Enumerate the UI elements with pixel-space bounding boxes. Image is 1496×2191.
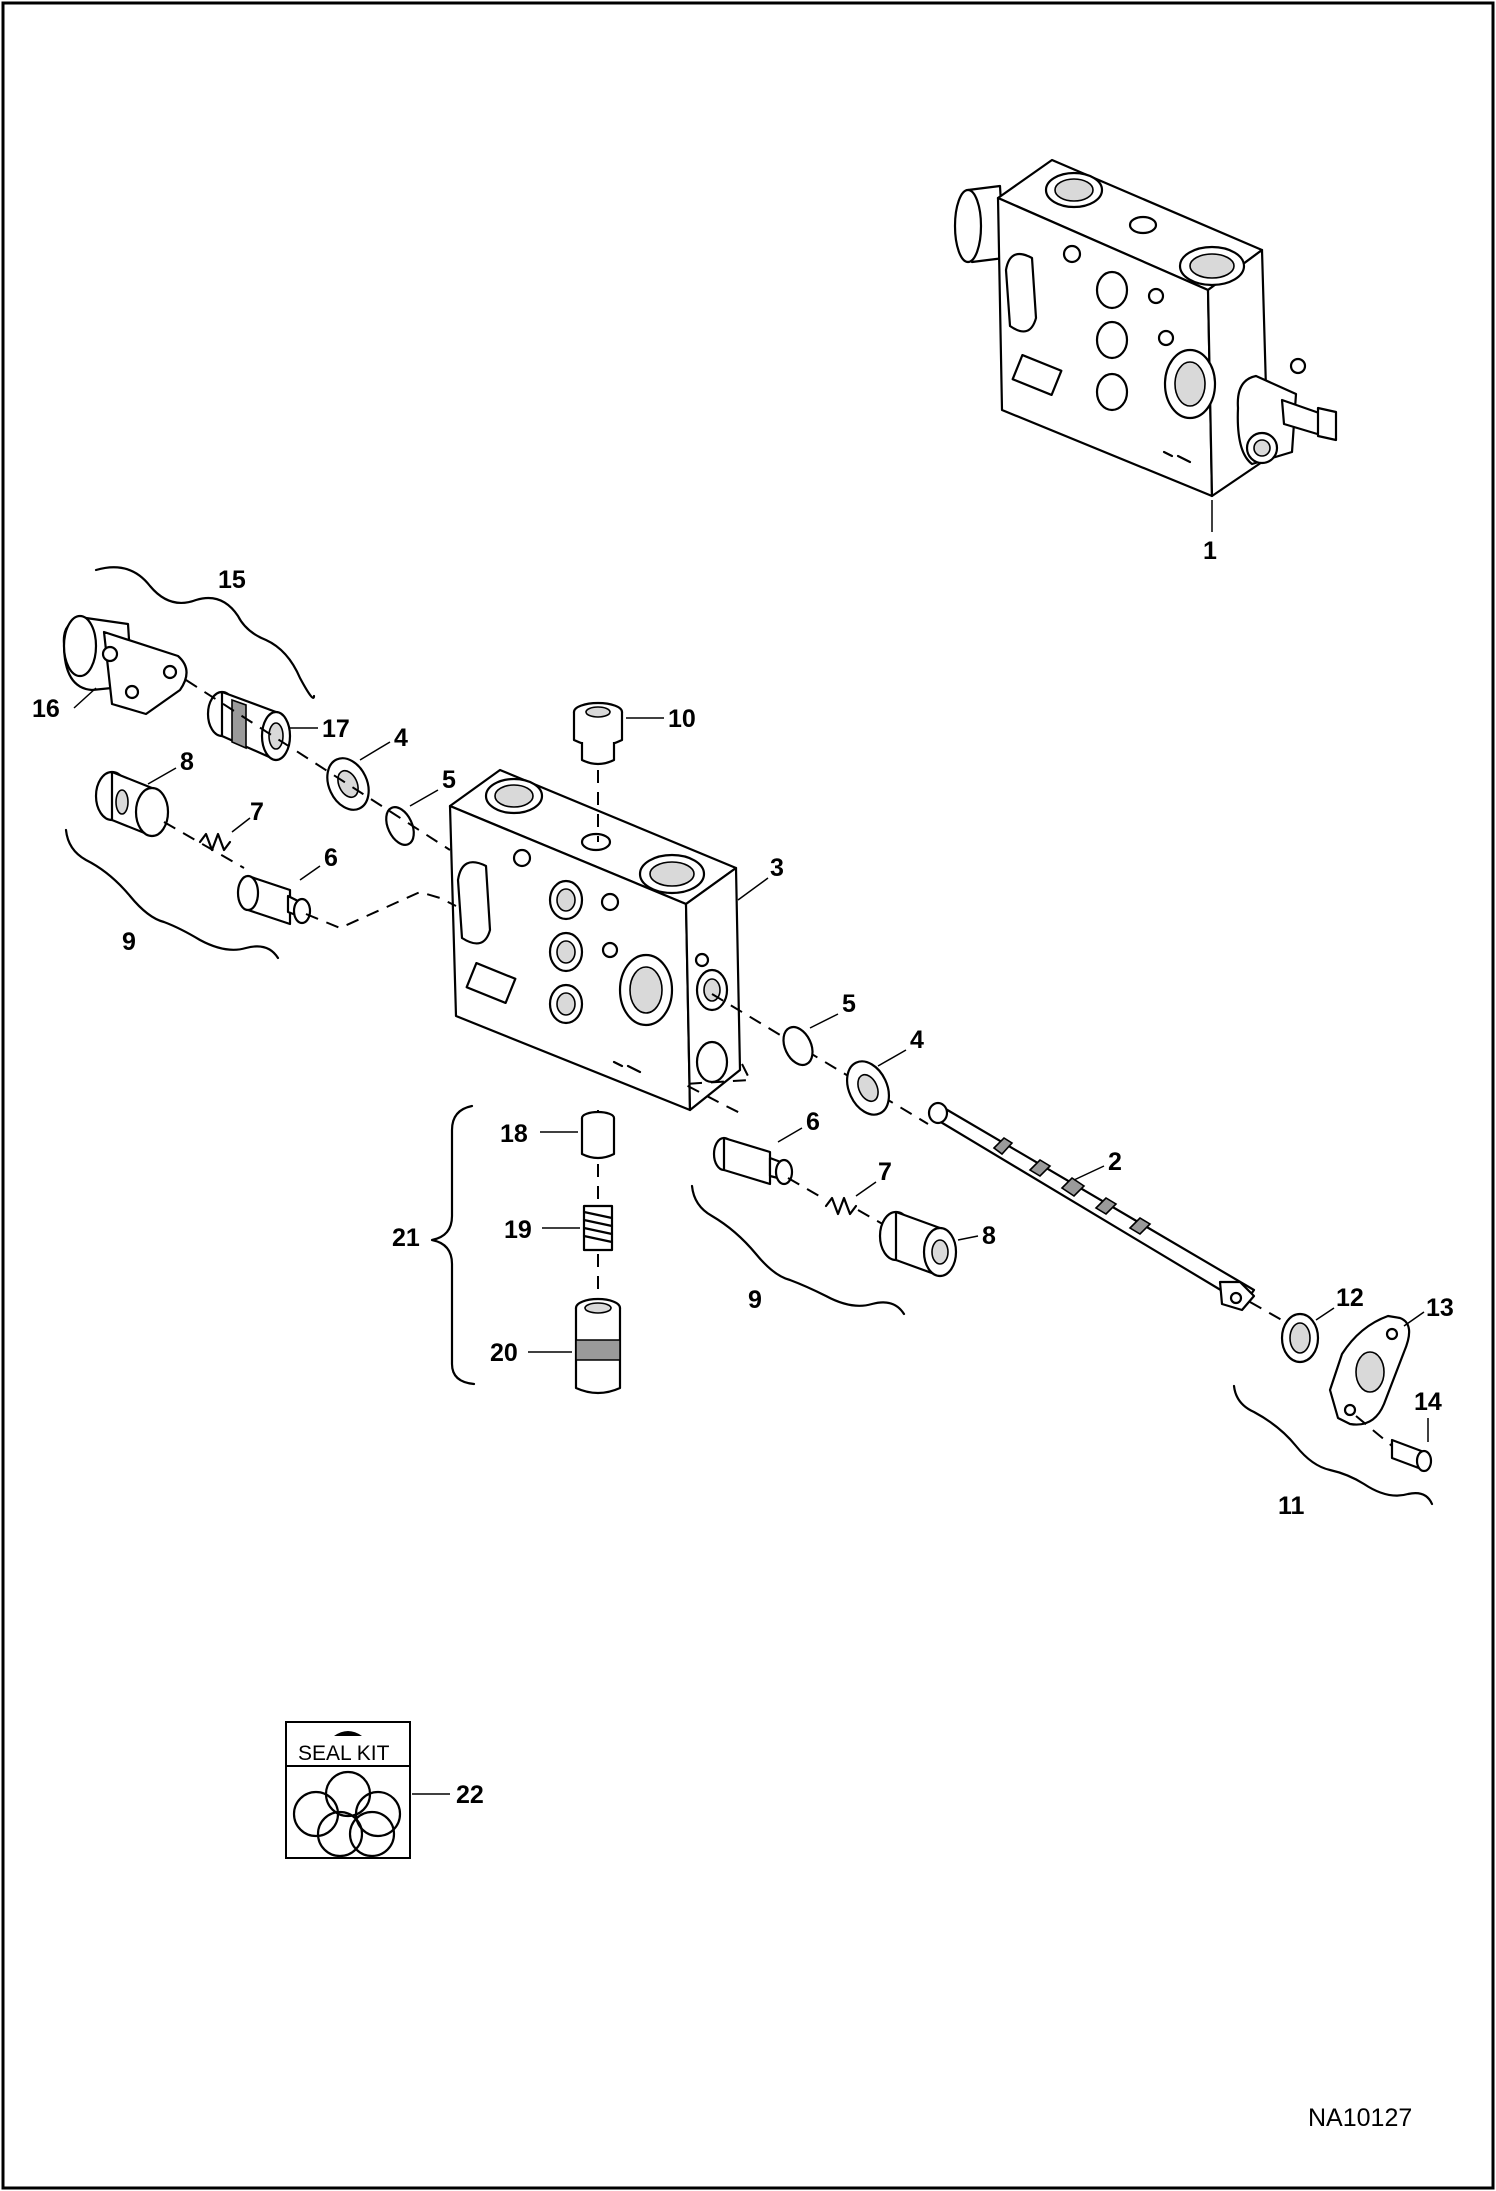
leader-7b bbox=[855, 1181, 877, 1197]
leader-7a bbox=[231, 817, 251, 833]
leader-16 bbox=[73, 687, 97, 709]
poppet-upper-icon bbox=[236, 874, 312, 926]
leader-8b bbox=[957, 1235, 979, 1241]
plug-lower-icon bbox=[878, 1210, 958, 1278]
detent-cap-icon bbox=[206, 690, 292, 762]
o-ring-upper-icon bbox=[385, 806, 415, 846]
callout-15: 15 bbox=[218, 566, 246, 594]
plug-upper-icon bbox=[94, 770, 170, 838]
callout-12: 12 bbox=[1336, 1284, 1364, 1312]
callout-5b: 5 bbox=[842, 990, 856, 1018]
leader-13 bbox=[1403, 1311, 1425, 1327]
o-ring-lower-icon bbox=[782, 1025, 814, 1067]
relief-valve-icon bbox=[574, 1297, 622, 1395]
callout-9b: 9 bbox=[748, 1286, 762, 1314]
leader-5a bbox=[409, 789, 439, 807]
callout-10: 10 bbox=[668, 705, 696, 733]
cap-screw-icon bbox=[1390, 1438, 1433, 1473]
callout-4b: 4 bbox=[910, 1026, 924, 1054]
callout-20: 20 bbox=[490, 1339, 518, 1367]
callout-21: 21 bbox=[392, 1224, 420, 1252]
valve-body-icon bbox=[448, 768, 742, 1112]
callout-6a: 6 bbox=[324, 844, 338, 872]
leader-8a bbox=[147, 767, 177, 785]
callout-9a: 9 bbox=[122, 928, 136, 956]
callout-5a: 5 bbox=[442, 766, 456, 794]
seal-kit-label: SEAL KIT bbox=[298, 1742, 390, 1765]
leader-6a bbox=[299, 865, 321, 881]
poppet-lower-icon bbox=[712, 1136, 794, 1186]
callout-14: 14 bbox=[1414, 1388, 1442, 1416]
spool-icon bbox=[927, 1101, 1256, 1312]
bracket-9b bbox=[690, 1184, 906, 1316]
callout-8b: 8 bbox=[982, 1222, 996, 1250]
spring-relief-icon bbox=[582, 1204, 614, 1252]
bracket-9a bbox=[64, 828, 280, 960]
washer-upper-icon bbox=[326, 757, 370, 811]
valve-section-assembly-icon bbox=[953, 158, 1338, 498]
leader-4b bbox=[877, 1049, 907, 1067]
seal-ring-icon bbox=[1280, 1312, 1320, 1364]
callout-7b: 7 bbox=[878, 1158, 892, 1186]
leader-4a bbox=[359, 741, 391, 761]
bracket-11 bbox=[1232, 1384, 1434, 1506]
leader-5b bbox=[809, 1013, 839, 1029]
callout-18: 18 bbox=[500, 1120, 528, 1148]
spring-upper-icon bbox=[198, 832, 232, 852]
seal-kit-bag-icon: SEAL KIT bbox=[285, 1721, 411, 1859]
leader-6b bbox=[777, 1127, 803, 1143]
callout-19: 19 bbox=[504, 1216, 532, 1244]
bracket-15 bbox=[94, 566, 316, 699]
callout-17: 17 bbox=[322, 715, 350, 743]
leader-3 bbox=[737, 877, 769, 901]
callout-8a: 8 bbox=[180, 748, 194, 776]
callout-11: 11 bbox=[1278, 1492, 1305, 1520]
callout-3: 3 bbox=[770, 854, 784, 882]
end-cap-icon bbox=[62, 614, 188, 716]
drawing-code: NA10127 bbox=[1308, 2104, 1412, 2132]
callout-2: 2 bbox=[1108, 1148, 1122, 1176]
callout-4a: 4 bbox=[394, 724, 408, 752]
spring-lower-icon bbox=[824, 1196, 858, 1216]
callout-22: 22 bbox=[456, 1781, 484, 1809]
callout-16: 16 bbox=[32, 695, 60, 723]
callout-6b: 6 bbox=[806, 1108, 820, 1136]
callout-7a: 7 bbox=[250, 798, 264, 826]
leader-12 bbox=[1315, 1307, 1335, 1321]
bracket-21 bbox=[430, 1104, 476, 1386]
washer-lower-icon bbox=[846, 1060, 890, 1116]
callout-1: 1 bbox=[1203, 537, 1217, 565]
plug-icon bbox=[572, 701, 624, 766]
leader-2 bbox=[1073, 1165, 1105, 1181]
cover-plate-icon bbox=[1328, 1314, 1411, 1426]
sleeve-icon bbox=[580, 1110, 616, 1160]
callout-13: 13 bbox=[1426, 1294, 1454, 1322]
